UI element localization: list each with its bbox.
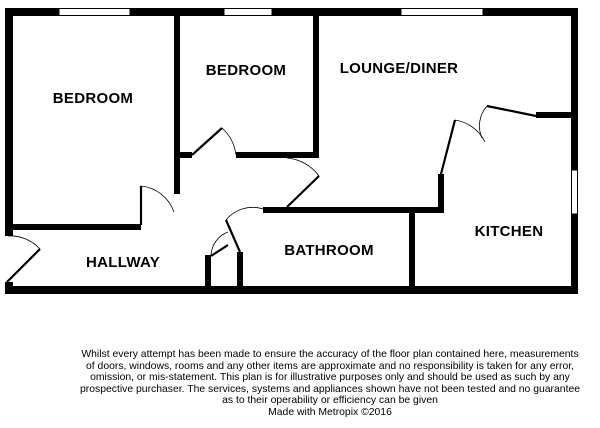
- door-lounge-kitchen-swing: [479, 105, 488, 139]
- wall-bedroom2-bottom-right: [236, 152, 319, 158]
- wall-kitchen-top: [536, 112, 578, 118]
- wall-bedroom2-bottom-left: [174, 152, 192, 158]
- door-bathroom: [224, 219, 242, 253]
- label-lounge-diner: LOUNGE/DINER: [340, 60, 459, 77]
- door-front-swing: [7, 235, 41, 250]
- wall-right-upper: [571, 8, 578, 114]
- credit: Made with Metropix ©2016: [268, 406, 392, 418]
- room-labels: BEDROOM BEDROOM LOUNGE/DINER KITCHEN HAL…: [53, 60, 544, 271]
- windows: [58, 8, 578, 215]
- disclaimer-line: of doors, windows, rooms and any other i…: [85, 360, 575, 372]
- label-bedroom-1: BEDROOM: [53, 90, 133, 107]
- door-lounge: [286, 175, 320, 208]
- window-kitchen: [571, 169, 578, 215]
- window-bedroom1: [58, 8, 131, 16]
- disclaimer-line: Whilst every attempt has been made to en…: [81, 349, 579, 360]
- wall-bathroom-left-stub: [237, 252, 243, 294]
- door-lounge-swing: [286, 157, 320, 177]
- wall-bedroom2-right: [313, 8, 319, 156]
- wall-bathroom-right: [409, 207, 415, 294]
- wall-bottom: [5, 286, 578, 294]
- label-kitchen: KITCHEN: [475, 223, 544, 240]
- window-bedroom2: [223, 8, 273, 16]
- label-bedroom-2: BEDROOM: [206, 62, 286, 79]
- door-kitchen-swing: [454, 119, 486, 143]
- floor-plan: BEDROOM BEDROOM LOUNGE/DINER KITCHEN HAL…: [5, 8, 578, 294]
- door-bathroom-swing: [225, 206, 264, 221]
- doors: [6, 104, 537, 283]
- door-cupboard-swing: [210, 231, 229, 257]
- window-lounge: [400, 8, 484, 16]
- walls: [5, 8, 578, 294]
- door-bedroom1-swing: [140, 185, 175, 213]
- wall-top: [5, 8, 578, 16]
- disclaimer-line: omission, or mis-statement. This plan is…: [90, 372, 570, 384]
- door-kitchen: [439, 119, 457, 175]
- wall-hallway-stub: [205, 255, 211, 294]
- wall-kitchen-left: [438, 174, 444, 213]
- door-bedroom2: [191, 127, 223, 156]
- disclaimer: Whilst every attempt has been made to en…: [58, 349, 600, 419]
- wall-bedroom1-bottom: [5, 224, 141, 230]
- wall-bedroom1-bottom-stub: [174, 186, 180, 194]
- wall-bedroom1-right: [174, 8, 180, 192]
- label-hallway: HALLWAY: [86, 254, 160, 271]
- door-cupboard: [210, 244, 229, 257]
- door-front: [6, 248, 41, 283]
- door-bedroom2-swing: [221, 127, 237, 156]
- disclaimer-line: prospective purchaser. The services, sys…: [79, 383, 581, 395]
- disclaimer-line: as to their operability or efficiency ca…: [222, 395, 438, 407]
- label-bathroom: BATHROOM: [284, 242, 374, 259]
- door-lounge-kitchen: [486, 104, 537, 118]
- wall-bathroom-top: [263, 207, 444, 213]
- wall-left: [5, 8, 13, 236]
